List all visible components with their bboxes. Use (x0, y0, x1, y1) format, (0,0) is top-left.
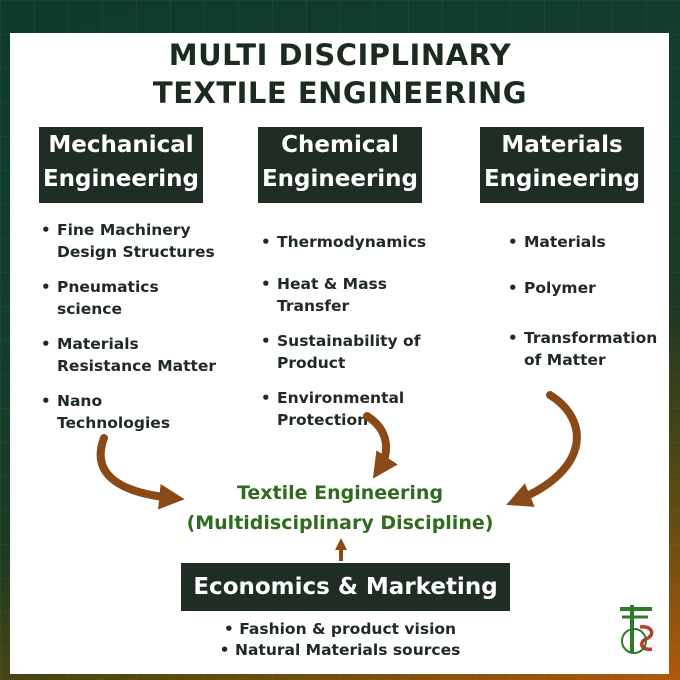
heading-line: Mechanical (48, 132, 194, 158)
curved-arrow-icon (506, 391, 581, 507)
heading-line: Engineering (483, 166, 641, 192)
list-item: • Materials (508, 231, 668, 253)
list-item: • Polymer (508, 277, 668, 299)
chemical-list: • Thermodynamics • Heat & Mass Transfer • S… (261, 231, 451, 431)
curved-arrow-icon (96, 434, 185, 510)
list-item-text: Environmental Protection (277, 389, 405, 429)
list-item-text: Nano Technologies (57, 392, 171, 432)
heading-materials-engineering: Materials Engineering (480, 127, 644, 203)
list-item: • Nano Technologies (41, 390, 231, 434)
list-item: • Fine Machinery Design Structures (41, 219, 231, 263)
bullet-dot-icon: • (219, 641, 235, 659)
list-item-text: Fashion & product vision (239, 620, 457, 638)
heading-chemical-engineering: Chemical Engineering (258, 127, 422, 203)
list-item-text: Transformation of Matter (524, 329, 658, 369)
bullet-dot-icon: • (261, 389, 271, 407)
list-item: • Pneumatics science (41, 276, 231, 320)
heading-mechanical-engineering: Mechanical Engineering (39, 127, 203, 203)
list-item-text: Fine Machinery Design Structures (57, 221, 215, 261)
bullet-dot-icon: • (261, 233, 271, 251)
bullet-dot-icon: • (508, 329, 518, 347)
center-line-2: (Multidisciplinary Discipline) (186, 512, 494, 534)
heading-line: Chemical (281, 132, 399, 158)
bullet-dot-icon: • (261, 332, 271, 350)
list-item-text: Materials Resistance Matter (57, 335, 217, 375)
curved-arrow-icon (363, 412, 398, 479)
mechanical-list: • Fine Machinery Design Structures • Pneum… (41, 219, 231, 434)
heading-economics-marketing: Economics & Marketing (181, 563, 510, 611)
list-item: • Natural Materials sources (0, 640, 680, 661)
list-item-text: Thermodynamics (277, 233, 427, 251)
bullet-dot-icon: • (508, 233, 518, 251)
center-title: Textile Engineering (Multidisciplinary D… (0, 478, 680, 538)
list-item: • Environmental Protection (261, 387, 451, 431)
bullet-dot-icon: • (41, 335, 51, 353)
bullet-dot-icon: • (41, 278, 51, 296)
heading-line: Engineering (261, 166, 419, 192)
heading-line: Engineering (42, 166, 200, 192)
list-item-text: Materials (524, 233, 606, 251)
list-item-text: Pneumatics science (57, 278, 159, 318)
bullet-dot-icon: • (41, 221, 51, 239)
materials-list: • Materials • Polymer • Transformation of M… (508, 231, 668, 371)
bullet-dot-icon: • (223, 620, 240, 638)
list-item-text: Polymer (524, 279, 596, 297)
list-item-text: Sustainability of Product (277, 332, 421, 372)
center-line-1: Textile Engineering (236, 482, 444, 504)
economics-list: • Fashion & product vision • Natural Mat… (0, 619, 680, 661)
list-item-text: Heat & Mass Transfer (277, 275, 387, 315)
list-item-text: Natural Materials sources (234, 641, 461, 659)
bullet-dot-icon: • (261, 275, 271, 293)
list-item: • Sustainability of Product (261, 330, 451, 374)
list-item: • Thermodynamics (261, 231, 451, 253)
title-line-2: TEXTILE ENGINEERING (152, 76, 528, 110)
title-line-1: MULTI DISCIPLINARY (168, 38, 512, 72)
list-item: • Fashion & product vision (0, 619, 680, 640)
page-title: MULTI DISCIPLINARY TEXTILE ENGINEERING (0, 36, 680, 112)
list-item: • Heat & Mass Transfer (261, 273, 451, 317)
list-item: • Materials Resistance Matter (41, 333, 231, 377)
bullet-dot-icon: • (41, 392, 51, 410)
bullet-dot-icon: • (508, 279, 518, 297)
list-item: • Transformation of Matter (508, 327, 668, 371)
heading-line: Materials (501, 132, 623, 158)
logo-icon (620, 605, 654, 654)
